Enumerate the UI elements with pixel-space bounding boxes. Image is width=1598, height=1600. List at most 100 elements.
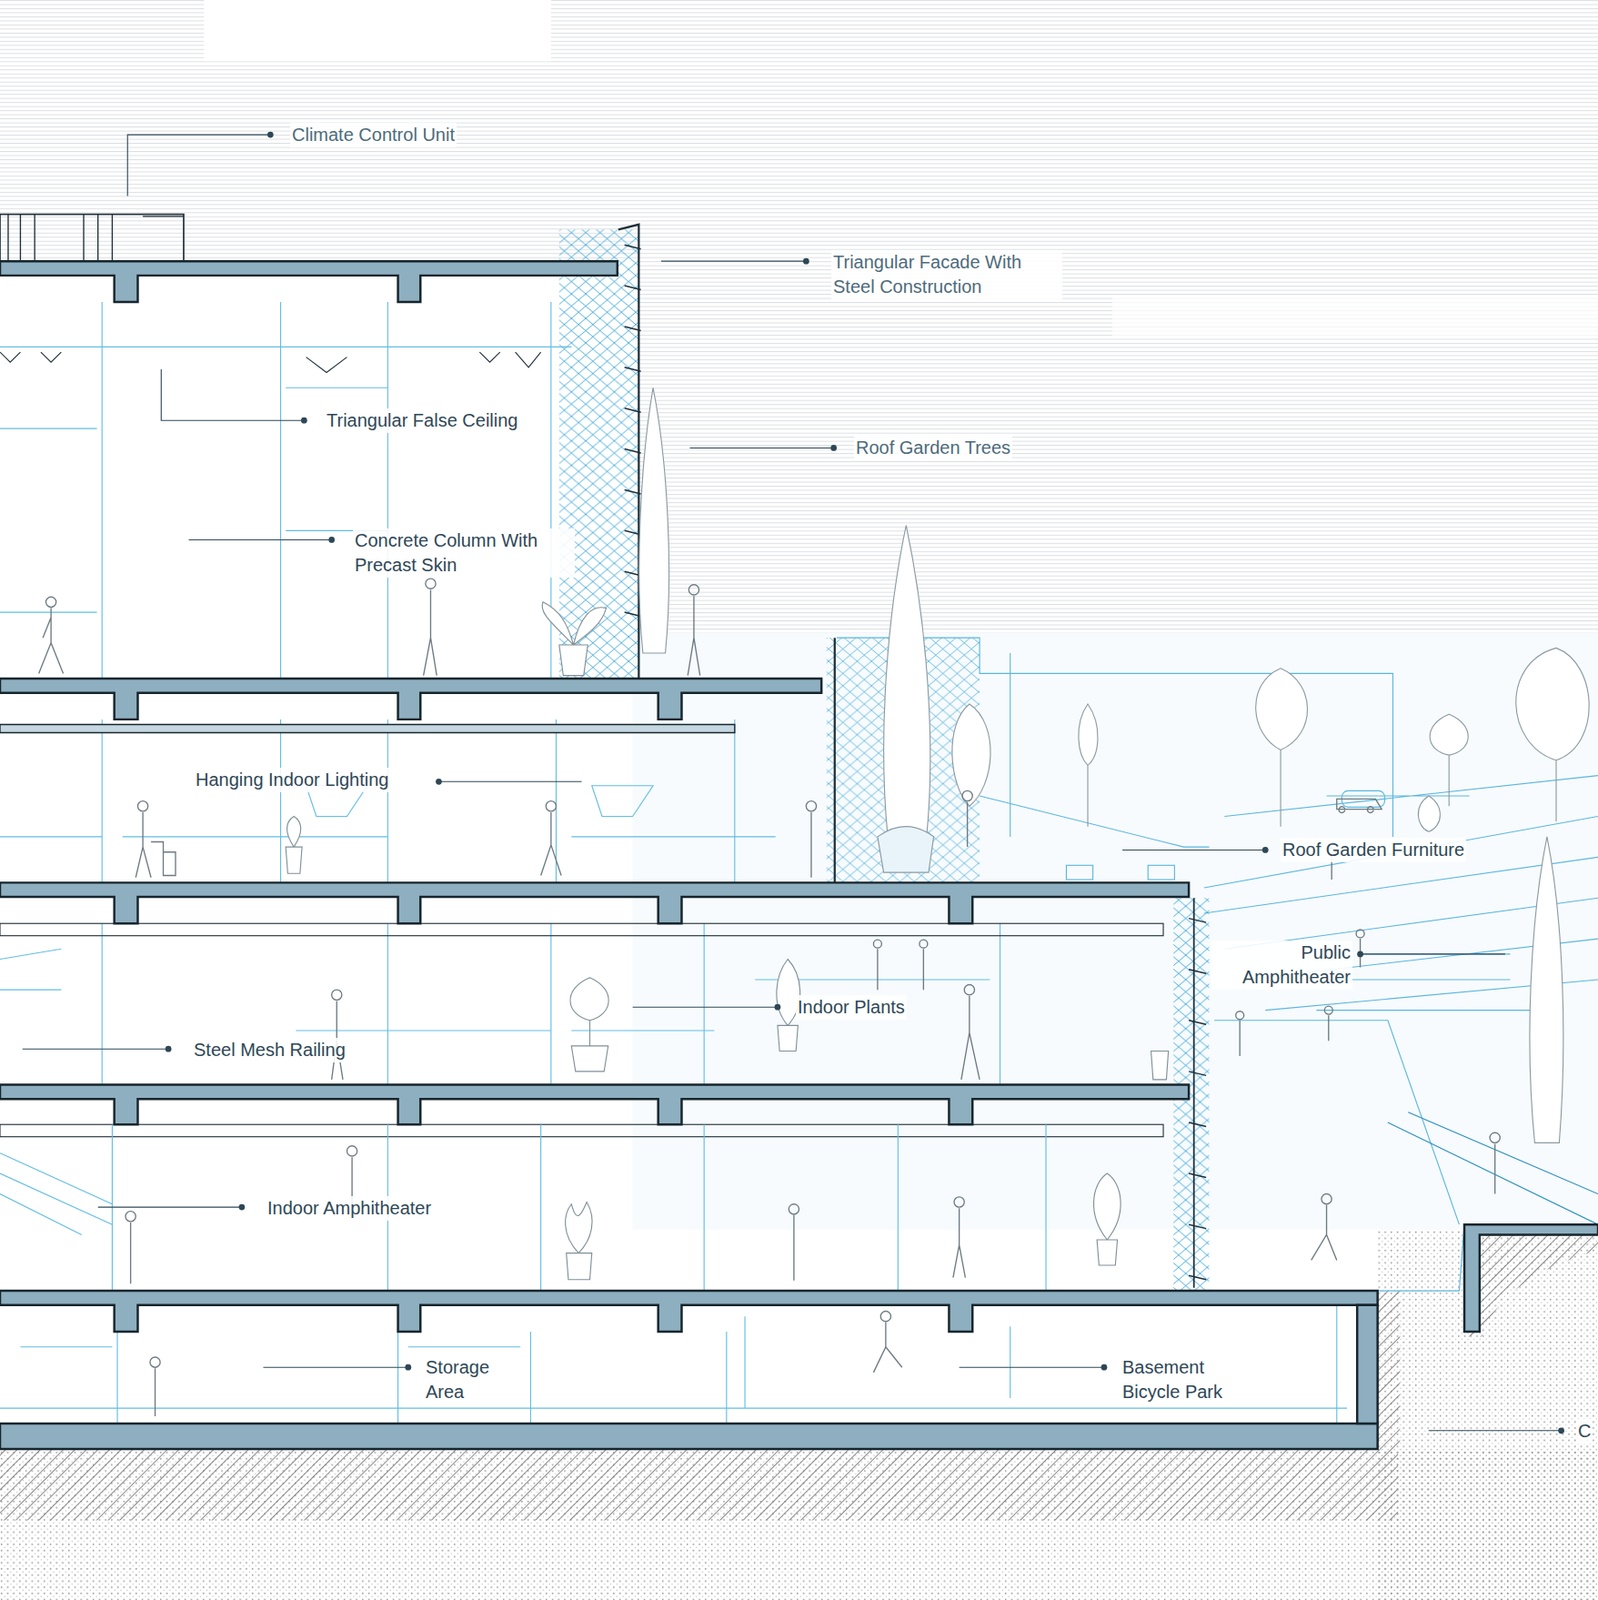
slabs — [0, 1084, 1189, 1125]
interior — [0, 1124, 1164, 1136]
people — [1336, 798, 1382, 813]
leader-lines — [1360, 953, 1506, 955]
leader-lines — [98, 1206, 242, 1208]
ground — [0, 1448, 1398, 1521]
people — [961, 984, 980, 1080]
people — [1236, 1005, 1334, 1056]
callout-label: Triangular False Ceiling — [324, 408, 520, 433]
people — [687, 584, 700, 676]
callout-label: Public Amphitheater — [1210, 940, 1353, 990]
callout-label: C — [1576, 1418, 1593, 1444]
people — [873, 1311, 902, 1373]
landscape — [979, 795, 1209, 850]
landscape — [1214, 1020, 1459, 1225]
slabs — [1356, 1305, 1377, 1424]
people — [953, 1196, 965, 1278]
trees — [639, 387, 670, 654]
plants — [1151, 1050, 1169, 1079]
leader-lines — [160, 369, 304, 421]
facade — [8, 214, 184, 262]
slabs — [1464, 1224, 1598, 1332]
people — [962, 790, 973, 847]
leader-lines — [189, 539, 332, 541]
leader-lines — [438, 781, 582, 783]
slabs — [0, 678, 822, 720]
plants — [565, 1201, 593, 1279]
building-volume — [633, 633, 1598, 1230]
landscape — [1147, 864, 1175, 880]
sky-lines — [203, 0, 551, 61]
people — [541, 801, 562, 876]
leader-lines — [22, 1048, 169, 1050]
callout-label: Indoor Plants — [795, 994, 907, 1020]
slabs — [0, 261, 1598, 1449]
plants — [1094, 1173, 1122, 1266]
callout-label: Indoor Amphitheater — [265, 1195, 433, 1221]
people — [1311, 1194, 1337, 1261]
plants — [285, 815, 302, 874]
building-volume — [0, 261, 638, 679]
facade — [1193, 897, 1196, 1288]
trees — [1529, 836, 1564, 1144]
landscape — [1209, 1224, 1465, 1291]
callout-label: Climate Control Unit — [290, 122, 457, 148]
facade — [624, 244, 642, 616]
leader-lines — [1428, 1429, 1562, 1431]
landscape — [1065, 864, 1093, 880]
trees — [952, 703, 991, 806]
interior — [0, 785, 776, 837]
callout-label: Basement Bicycle Park — [1120, 1355, 1252, 1405]
leader-lines — [959, 1366, 1105, 1368]
facade — [0, 214, 184, 262]
people — [423, 578, 438, 676]
building-volume — [0, 261, 1598, 1434]
leader-lines — [1262, 846, 1269, 854]
leader-lines — [774, 1004, 782, 1011]
trees — [639, 387, 1589, 1143]
leader-lines — [1122, 849, 1266, 851]
sky-lines — [1112, 295, 1598, 337]
slabs — [0, 723, 735, 733]
leader-lines — [633, 1006, 778, 1008]
interior — [101, 719, 735, 883]
people — [805, 801, 816, 878]
people — [788, 1204, 799, 1281]
interior — [0, 948, 990, 1031]
plants — [542, 602, 606, 676]
facade — [834, 637, 836, 883]
landscape — [1387, 1112, 1598, 1225]
leader-lines — [830, 444, 837, 452]
leader-lines — [404, 1364, 412, 1371]
leader-lines — [1101, 1364, 1108, 1371]
plants — [570, 977, 609, 1072]
leader-lines — [661, 261, 806, 262]
callout-label: Roof Garden Furniture — [1280, 837, 1467, 863]
leader-lines — [22, 131, 1565, 1434]
landscape — [1010, 653, 1394, 837]
leader-lines — [239, 1204, 246, 1211]
building-volume — [0, 1290, 1378, 1434]
trees — [884, 525, 931, 837]
callout-label: Concrete Column With Precast Skin — [352, 528, 575, 578]
leader-lines — [165, 1045, 172, 1053]
people — [39, 596, 64, 674]
people — [150, 1356, 161, 1417]
people — [873, 939, 927, 990]
callout-label: Roof Garden Trees — [854, 435, 1013, 461]
people — [331, 989, 343, 1080]
leader-lines — [301, 417, 308, 424]
slabs — [0, 1290, 1378, 1332]
people — [1489, 1132, 1500, 1194]
slabs — [0, 882, 1189, 924]
leader-lines — [262, 1366, 408, 1368]
leader-lines — [127, 134, 271, 196]
facade — [1188, 918, 1207, 1280]
trees — [877, 826, 935, 873]
leader-lines — [803, 258, 810, 265]
trees — [1256, 668, 1308, 827]
interior — [111, 1124, 1046, 1291]
people — [125, 1211, 136, 1285]
people — [39, 578, 1501, 1417]
trees — [1417, 795, 1440, 832]
